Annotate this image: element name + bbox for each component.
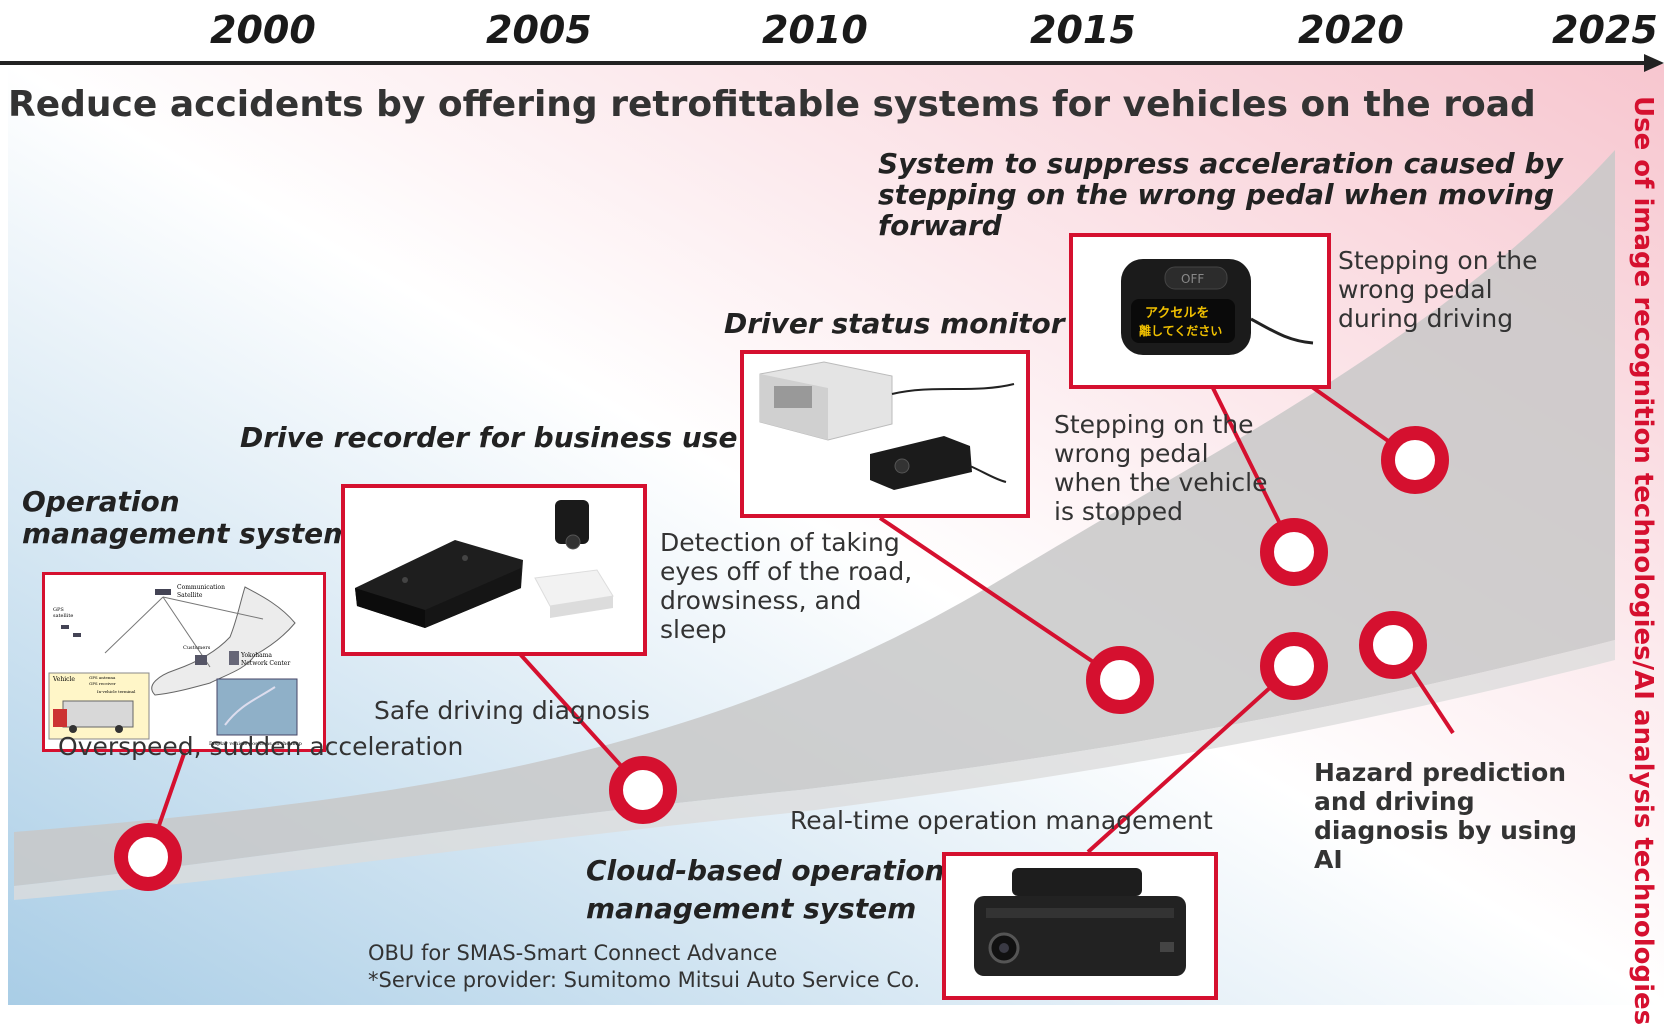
milestone-ring [1260, 632, 1328, 700]
operation-map-illustration: Communication Satellite GPS satellite Cu… [45, 575, 323, 749]
svg-text:Yokohama: Yokohama [240, 652, 272, 659]
operation-map-frame: Communication Satellite GPS satellite Cu… [42, 572, 326, 752]
cloud-feature: Real-time operation management [790, 806, 1213, 835]
headline: Reduce accidents by offering retrofittab… [8, 84, 1536, 125]
driver-status-illustration [744, 354, 1026, 514]
pedal-stopped-feature: Stepping on the wrong pedal when the veh… [1054, 410, 1268, 526]
svg-text:GPS antenna: GPS antenna [89, 675, 116, 680]
year-label: 2025 [1552, 8, 1658, 52]
year-label: 2000 [210, 8, 316, 52]
svg-text:離してください: 離してください [1139, 323, 1222, 338]
milestone-ring [1260, 518, 1328, 586]
driver-status-feature: Detection of taking eyes off of the road… [660, 528, 913, 644]
cloud-note: OBU for SMAS-Smart Connect Advance *Serv… [368, 941, 921, 992]
svg-text:Vehicle: Vehicle [52, 676, 75, 683]
driver-status-title: Driver status monitor [724, 307, 1065, 340]
svg-text:Communication: Communication [177, 584, 225, 591]
svg-text:OFF: OFF [1181, 272, 1204, 286]
year-label: 2005 [486, 8, 592, 52]
milestone-ring [114, 823, 182, 891]
year-label: 2020 [1298, 8, 1404, 52]
pedal-driving-feature: Stepping on the wrong pedal during drivi… [1338, 246, 1538, 333]
year-label: 2015 [1030, 8, 1136, 52]
svg-text:Display vehicle positions on t: Display vehicle positions on the map [209, 741, 302, 747]
milestone-ring [1086, 646, 1154, 714]
operation-feature: Overspeed, sudden acceleration [58, 732, 464, 761]
milestone-ring [1381, 426, 1449, 494]
pedal-system-title: System to suppress acceleration caused b… [878, 147, 1563, 242]
year-label: 2010 [762, 8, 868, 52]
cloud-obu-illustration [946, 856, 1214, 996]
svg-text:GPS: GPS [53, 607, 64, 613]
svg-text:Customers: Customers [183, 645, 211, 651]
drive-recorder-feature: Safe driving diagnosis [374, 696, 650, 725]
growth-band-upper [14, 150, 1615, 886]
svg-text:アクセルを: アクセルを [1145, 306, 1209, 321]
milestone-ring [609, 756, 677, 824]
ai-feature: Hazard prediction and driving diagnosis … [1314, 758, 1578, 874]
cloud-obu-frame [942, 852, 1218, 1000]
timeline-arrowhead [1644, 54, 1664, 72]
driver-status-frame [740, 350, 1030, 518]
vertical-axis-label: Use of image recognition technologies/AI… [1628, 96, 1658, 1025]
svg-text:Satellite: Satellite [177, 592, 203, 599]
svg-text:Network Center: Network Center [241, 660, 290, 667]
svg-text:GPS receiver: GPS receiver [89, 681, 116, 686]
drive-recorder-title: Drive recorder for business use [240, 421, 738, 454]
milestone-ring [1359, 611, 1427, 679]
connector-cloud [1086, 664, 1296, 854]
drive-recorder-frame [341, 484, 647, 656]
pedal-device-illustration: OFF アクセルを 離してください [1073, 237, 1327, 385]
cloud-title: Cloud-based operation management system [586, 854, 945, 925]
operation-title: Operation management system [22, 485, 353, 550]
connector-driver-status [878, 516, 1122, 682]
svg-text:satellite: satellite [53, 613, 73, 619]
svg-text:In-vehicle terminal: In-vehicle terminal [97, 689, 136, 694]
drive-recorder-illustration [345, 488, 643, 652]
pedal-device-frame: OFF アクセルを 離してください [1069, 233, 1331, 389]
